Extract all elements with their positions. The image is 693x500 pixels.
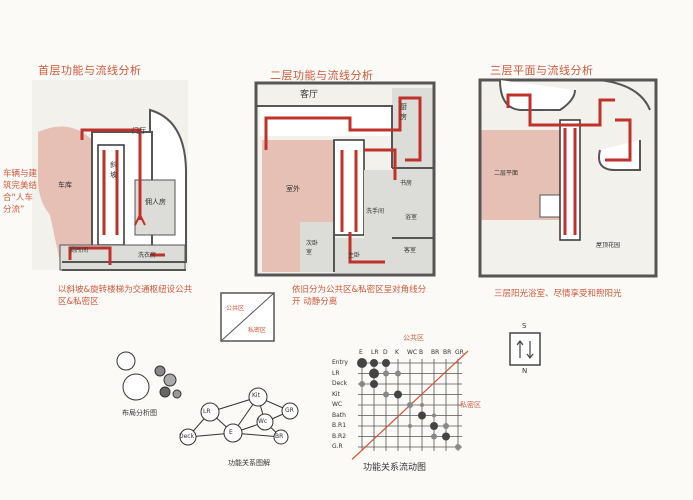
second-floor-plan-label: 二层平面: [494, 170, 519, 177]
ground-floor-title: 首层功能与流线分析: [38, 64, 142, 77]
network-node-label: Deck: [179, 433, 195, 440]
legend-public-label: 公共区: [226, 305, 245, 312]
matrix-dot: [420, 403, 424, 407]
laundry-label: 洗衣房: [138, 252, 157, 259]
matrix-row-label: WC: [332, 401, 343, 408]
matrix-dot: [369, 368, 379, 379]
network-node-label: Wc: [258, 418, 268, 425]
matrix-dot: [370, 359, 378, 367]
matrix-col-label: BR: [431, 349, 440, 356]
matrix-row-label: LR: [332, 369, 340, 377]
master-bedroom-label: 主卧: [348, 252, 361, 259]
matrix-dot: [407, 402, 413, 408]
network-diagram: [179, 387, 299, 446]
compass-south-label: S: [522, 322, 527, 330]
bedroom-label: 客室: [404, 247, 417, 254]
matrix-dot: [359, 381, 365, 387]
matrix-dot: [430, 422, 438, 430]
matrix-dot: [455, 444, 461, 450]
matrix-dot: [408, 424, 412, 428]
legend-private-label: 私密区: [248, 327, 267, 334]
garage-label: 车库: [58, 181, 72, 189]
study-label: 书房: [400, 180, 413, 187]
matrix-col-label: LR: [371, 349, 379, 356]
entry-label: 门厅: [132, 127, 146, 135]
kitchen-label: 厨房: [400, 103, 407, 121]
matrix-dot: [370, 380, 378, 388]
compass-north-label: N: [522, 367, 528, 375]
network-node-label: E: [229, 429, 233, 436]
bubble-diagram: [116, 351, 182, 401]
second-floor-plan: [254, 81, 436, 277]
zone-legend-box: [220, 292, 275, 342]
matrix-dot: [382, 359, 390, 367]
matrix-dot: [357, 358, 367, 368]
relationship-matrix: [351, 350, 469, 460]
matrix-row-label: B.R2: [332, 432, 347, 440]
matrix-public-label: 公共区: [403, 334, 424, 342]
ground-floor-plan: [32, 80, 188, 271]
matrix-private-label: 私密区: [460, 401, 481, 409]
matrix-dot: [443, 423, 449, 429]
washroom-label: 洗手间: [366, 208, 385, 215]
matrix-col-label: WC: [407, 349, 418, 356]
matrix-dot: [394, 390, 402, 399]
bubble-caption: 布局分析图: [122, 409, 157, 417]
matrix-dot: [431, 433, 437, 440]
matrix-dot: [418, 411, 426, 420]
matrix-title: 功能关系流动图: [363, 463, 427, 473]
network-node-label: Kit: [252, 392, 260, 399]
third-floor-plan: [478, 78, 658, 278]
guest-room-label: 次卧室: [306, 240, 319, 256]
third-floor-title: 三层平面与流线分析: [490, 64, 594, 77]
matrix-dot: [442, 432, 450, 441]
network-node-label: BR: [275, 433, 284, 440]
ramp-label: 斜坡: [110, 161, 117, 179]
outdoor-label: 室外: [286, 185, 300, 193]
matrix-row-label: Kit: [332, 390, 340, 398]
living-room-label: 客厅: [300, 90, 319, 100]
network-caption: 功能关系图解: [228, 459, 270, 467]
matrix-row-label: G.R: [332, 443, 343, 450]
second-bottom-note: 依旧分为公共区&私密区呈对角线分开 动静分离: [292, 285, 427, 307]
matrix-row-label: B.R1: [332, 422, 347, 429]
wc-ground-label: 厕所间: [70, 247, 89, 254]
matrix-col-label: BR: [443, 349, 452, 356]
second-floor-title: 二层功能与流线分析: [270, 69, 374, 82]
matrix-dot: [432, 413, 436, 418]
matrix-col-label: GR: [455, 349, 464, 356]
third-bottom-note: 三层阳光浴室、尽情享受和煦阳光: [494, 289, 622, 299]
compass-icon: [509, 332, 541, 366]
matrix-row-label: Entry: [332, 359, 348, 366]
ground-side-note: 车辆与建筑完美结合“人车分流”: [3, 169, 38, 215]
bath-label: 浴室: [405, 214, 418, 221]
matrix-row-label: Bath: [332, 411, 346, 419]
matrix-col-label: D: [383, 349, 388, 356]
roof-garden-label: 屋顶花园: [596, 242, 621, 249]
matrix-dot: [395, 370, 401, 377]
maid-room-label: 佣人房: [145, 198, 166, 206]
ground-bottom-note: 以斜坡&旋转楼梯为交通枢纽设公共区&私密区: [58, 285, 193, 307]
matrix-col-label: K: [395, 349, 399, 356]
matrix-row-label: Deck: [332, 380, 348, 387]
matrix-dot: [383, 370, 389, 377]
matrix-col-label: E: [359, 349, 363, 356]
network-node-label: GR: [285, 407, 294, 414]
matrix-col-label: B: [419, 349, 424, 356]
network-node-label: LR: [203, 408, 211, 415]
matrix-dot: [383, 391, 389, 398]
